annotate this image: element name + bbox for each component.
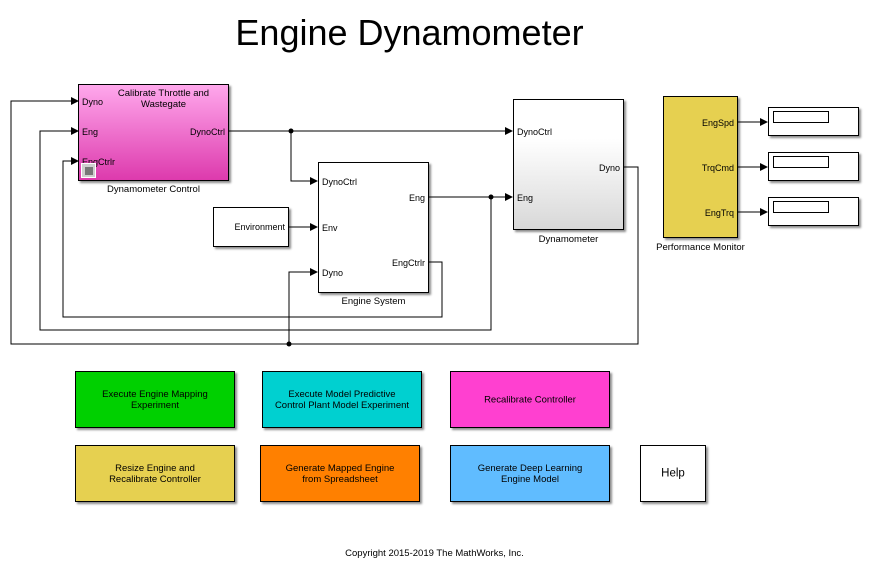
display-field [773, 201, 829, 213]
button-line: Help [661, 467, 685, 479]
engtrq-display[interactable] [768, 197, 859, 226]
inner-text-line: Wastegate [140, 99, 187, 110]
environment-block[interactable]: Environment [213, 207, 289, 247]
inner-text-line: Calibrate Throttle and [117, 88, 210, 99]
trqcmd-display[interactable] [768, 152, 859, 181]
port-engctrlr-out: EngCtrlr [391, 258, 425, 268]
button-line: Execute Engine Mapping [102, 388, 208, 400]
wire-dyno-to-engine [288, 268, 318, 344]
button-line: Generate Mapped Engine [285, 462, 395, 474]
engine-system-block[interactable]: DynoCtrl Env Dyno Eng EngCtrlr [318, 162, 429, 293]
display-field [773, 111, 829, 123]
port-dyno-in: Dyno [322, 268, 344, 278]
port-engspd-out: EngSpd [701, 118, 734, 128]
dynamometer-block[interactable]: DynoCtrl Eng Dyno [513, 99, 624, 230]
button-line: Execute Model Predictive [288, 388, 396, 400]
button-line: Resize Engine and [115, 462, 195, 474]
button-line: Experiment [130, 399, 180, 411]
port-engctrlr-in: EngCtrlr [82, 157, 116, 167]
help-button[interactable]: Help [640, 445, 706, 502]
branch-point [288, 128, 294, 134]
port-dynoctrl-in: DynoCtrl [322, 177, 358, 187]
copyright-text: Copyright 2015-2019 The MathWorks, Inc. [345, 548, 524, 559]
port-eng-in: Eng [517, 193, 534, 203]
environment-text: Environment [234, 222, 285, 232]
port-dynoctrl-out: DynoCtrl [189, 127, 225, 137]
display-field [773, 156, 829, 168]
button-line: Recalibrate Controller [109, 473, 201, 485]
dynamometer-control-label: Dynamometer Control [107, 184, 200, 195]
engspd-display[interactable] [768, 107, 859, 136]
performance-monitor-block[interactable]: EngSpd TrqCmd EngTrq [663, 96, 738, 238]
port-dyno-in: Dyno [82, 97, 104, 107]
subsystem-badge-icon [81, 163, 96, 178]
port-trqcmd-out: TrqCmd [701, 163, 734, 173]
dynamometer-label: Dynamometer [538, 234, 599, 245]
branch-point [488, 194, 494, 200]
button-line: from Spreadsheet [302, 473, 378, 485]
port-eng-in: Eng [82, 127, 99, 137]
performance-monitor-label: Performance Monitor [656, 242, 745, 253]
button-line: Recalibrate Controller [484, 394, 576, 405]
port-dyno-out: Dyno [598, 163, 620, 173]
model-title: Engine Dynamometer [235, 12, 584, 53]
button-line: Engine Model [500, 473, 560, 485]
wire-dyno-to-control [10, 97, 639, 345]
button-line: Control Plant Model Experiment [274, 399, 410, 411]
button-line: Generate Deep Learning [477, 462, 583, 474]
branch-point [286, 341, 292, 347]
engine-system-label: Engine System [341, 296, 406, 307]
wire-dynoctrl-to-engine [290, 131, 318, 185]
port-dynoctrl-in: DynoCtrl [517, 127, 553, 137]
recalibrate-controller-button[interactable]: Recalibrate Controller [450, 371, 610, 428]
port-eng-out: Eng [408, 193, 425, 203]
wire-eng-to-control [39, 127, 492, 331]
wire-engctrlr-to-control [62, 157, 443, 318]
port-engtrq-out: EngTrq [704, 208, 734, 218]
port-env-in: Env [322, 223, 338, 233]
